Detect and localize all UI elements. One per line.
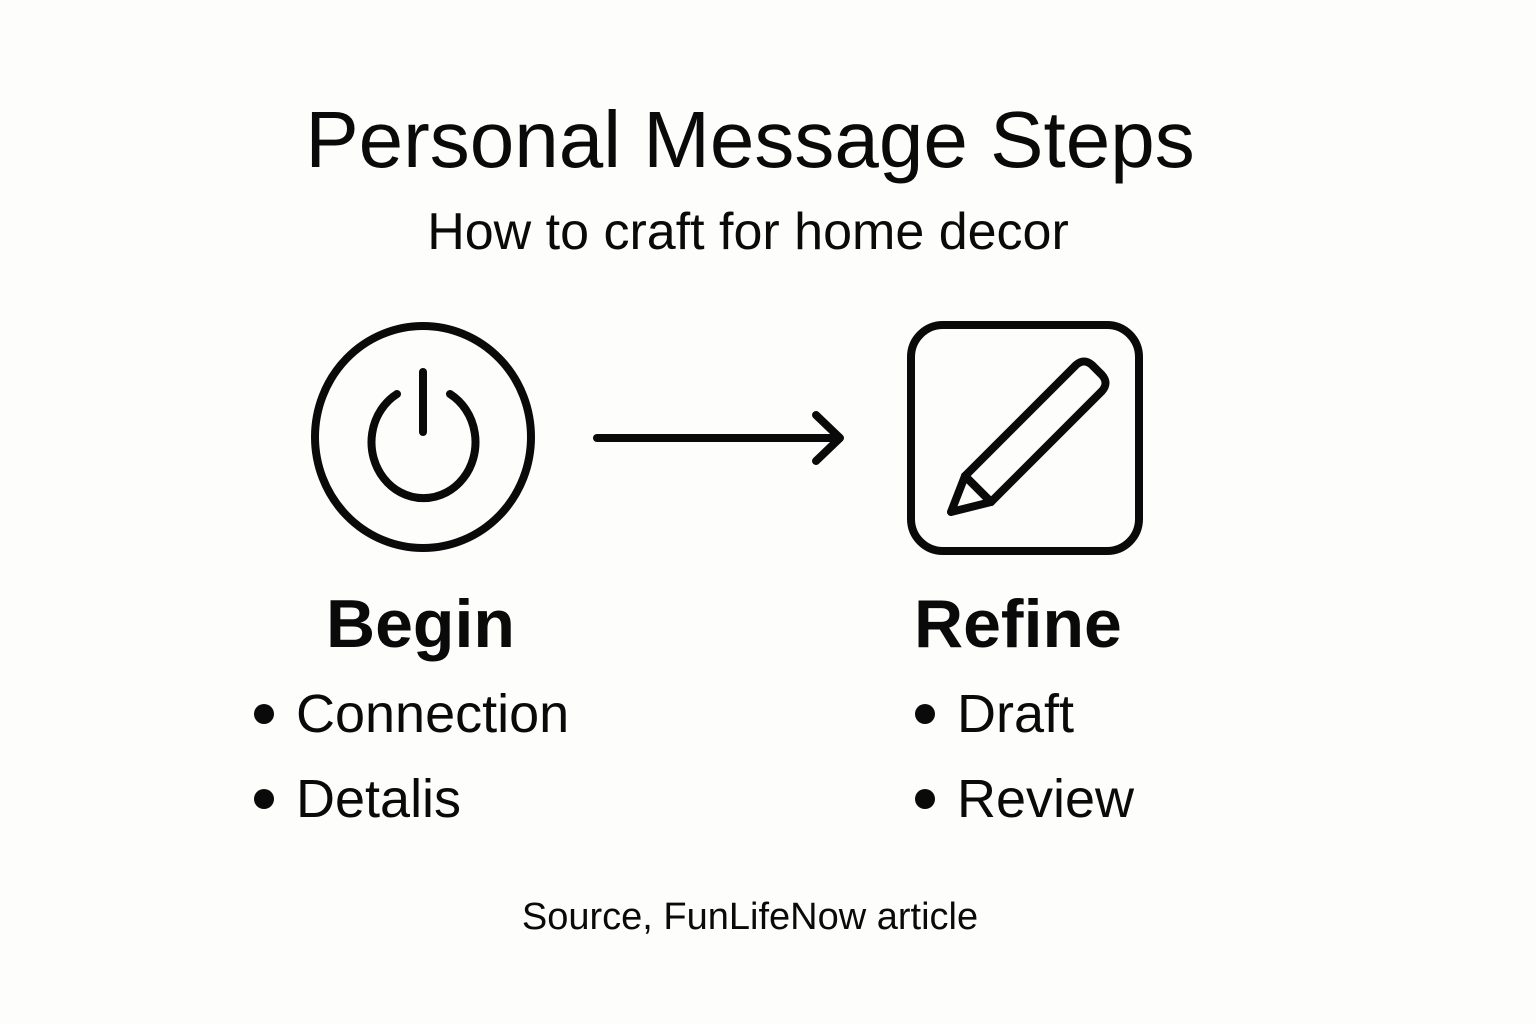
bullet-label: Detalis <box>296 769 462 829</box>
arrow-right-icon <box>593 411 844 465</box>
list-item: Draft <box>915 682 1074 746</box>
bullet-icon <box>915 789 935 809</box>
step-begin-title: Begin <box>326 586 515 662</box>
page-subtitle: How to craft for home decor <box>427 203 1069 261</box>
power-icon <box>311 322 535 552</box>
bullet-icon <box>254 789 274 809</box>
bullet-label: Connection <box>296 684 570 744</box>
pencil-icon <box>907 321 1143 555</box>
bullet-label: Review <box>957 769 1135 829</box>
list-item: Connection <box>254 682 569 746</box>
step-refine-title: Refine <box>914 586 1122 662</box>
list-item: Detalis <box>254 767 461 831</box>
bullet-label: Draft <box>957 684 1075 744</box>
list-item: Review <box>915 767 1134 831</box>
page-title: Personal Message Steps <box>305 95 1195 184</box>
source-caption: Source, FunLifeNow article <box>521 896 979 938</box>
bullet-icon <box>254 704 274 724</box>
bullet-icon <box>915 704 935 724</box>
